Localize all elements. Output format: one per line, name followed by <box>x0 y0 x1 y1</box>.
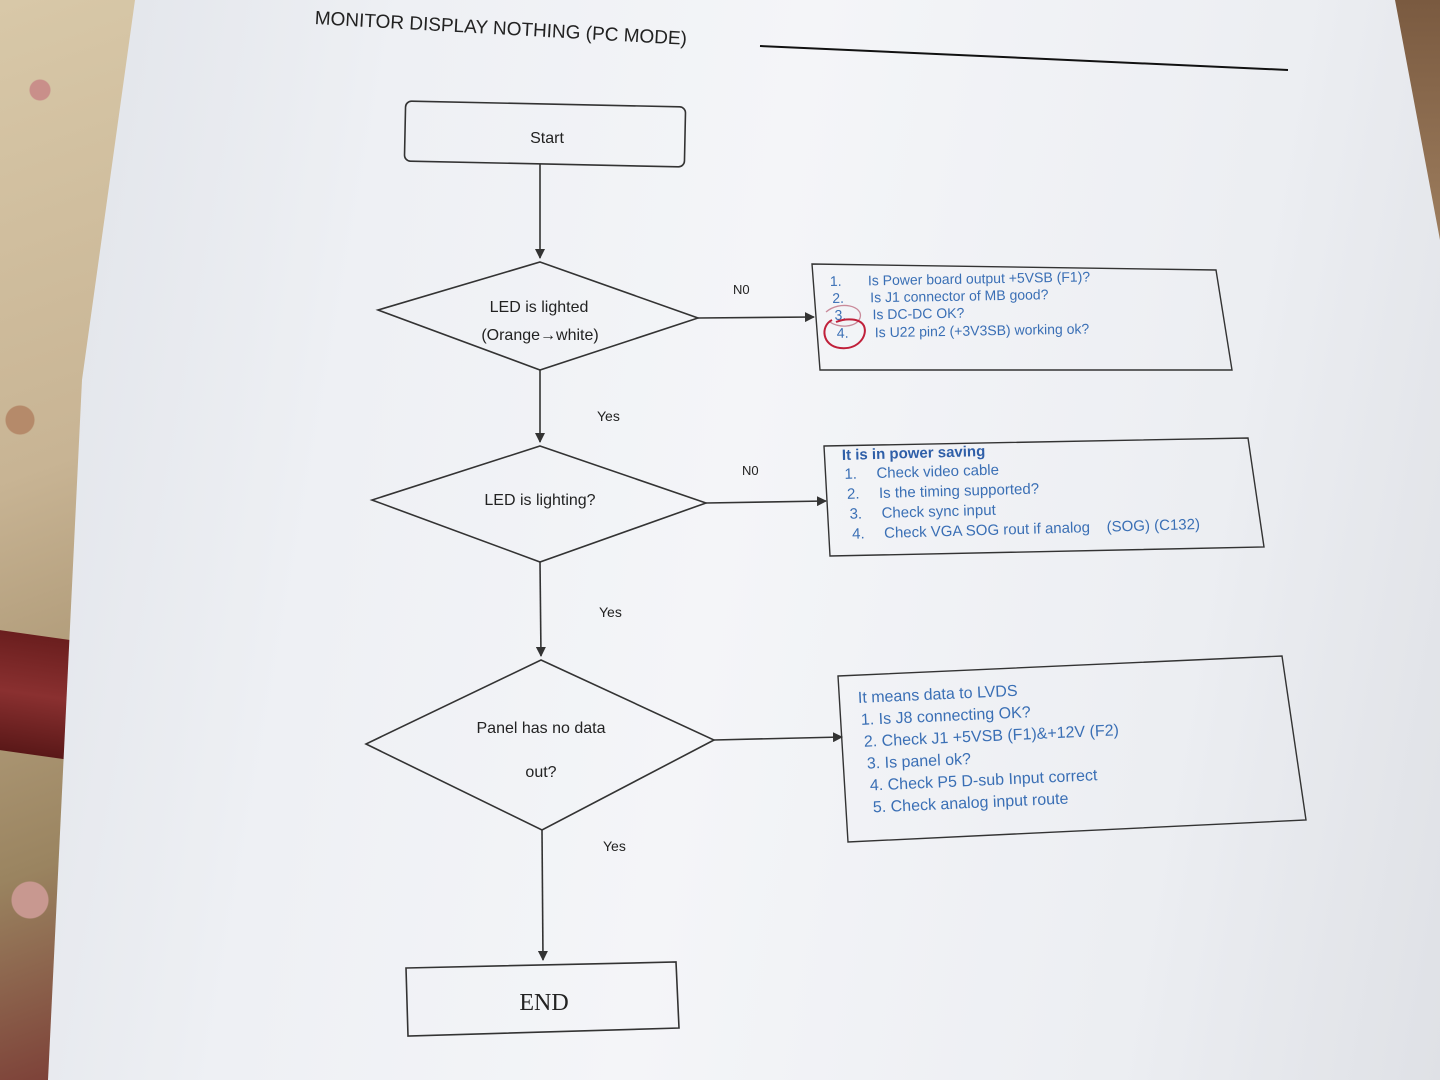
box-power-saving: It is in power saving 1. Check video cab… <box>823 437 1265 557</box>
box1-item-1: Is Power board output +5VSB (F1)? <box>868 268 1091 288</box>
edge-d3-end <box>537 829 548 961</box>
d1-label-line2: (Orange→white) <box>481 327 598 344</box>
d3-yes-label: Yes <box>603 838 626 854</box>
pen-circle-4 <box>823 318 866 350</box>
box-power-checks: 1. Is Power board output +5VSB (F1)? 2. … <box>811 263 1233 371</box>
d1-no-label: N0 <box>733 282 750 297</box>
page-title: MONITOR DISPLAY NOTHING (PC MODE) <box>314 8 687 50</box>
box3-item-1: 1. Is J8 connecting OK? <box>861 704 1032 729</box>
box2-item-1: Check video cable <box>876 462 999 482</box>
d2-yes-label: Yes <box>599 604 622 620</box>
box3-item-5: 5. Check analog input route <box>873 791 1069 817</box>
d1-yes-label: Yes <box>597 408 620 424</box>
box2-num-3: 3. <box>849 505 862 522</box>
box3-heading: It means data to LVDS <box>858 683 1018 707</box>
box1-item-4: Is U22 pin2 (+3V3SB) working ok? <box>875 320 1090 340</box>
box2-item-3: Check sync input <box>881 502 996 522</box>
box2-num-4: 4. <box>852 525 865 542</box>
decision-led-lighting: LED is lighting? <box>369 445 709 563</box>
box1-num-1: 1. <box>830 273 842 289</box>
box1-num-4: 4. <box>837 325 849 341</box>
box1-num-3: 3. <box>834 307 846 323</box>
start-node: Start <box>403 100 687 168</box>
box2-item-2: Is the timing supported? <box>879 481 1040 502</box>
box2-num-2: 2. <box>847 486 860 503</box>
pen-circle-3 <box>825 304 861 327</box>
edge-d3-right <box>713 732 843 743</box>
box3-item-3: 3. Is panel ok? <box>867 751 972 773</box>
title-rule <box>759 45 1289 71</box>
edge-d2-no <box>705 496 827 507</box>
end-label: END <box>519 990 568 1016</box>
edge-d1-no <box>697 312 815 323</box>
box-lvds-checks: It means data to LVDS 1. Is J8 connectin… <box>837 655 1307 843</box>
d3-label-line1: Panel has no data <box>477 720 606 737</box>
box1-num-2: 2. <box>832 290 844 306</box>
edge-d2-d3 <box>535 561 546 657</box>
d1-label-line1: LED is lighted <box>490 299 589 316</box>
box2-heading: It is in power saving <box>842 443 986 464</box>
decision-led-lighted: LED is lighted (Orange→white) <box>375 261 701 371</box>
start-label: Start <box>530 130 564 147</box>
end-node: END <box>405 961 680 1037</box>
box1-item-2: Is J1 connector of MB good? <box>870 286 1049 305</box>
decision-panel-no-data: Panel has no data out? <box>364 659 716 831</box>
d3-label-line2: out? <box>525 764 556 781</box>
box1-item-3: Is DC-DC OK? <box>872 305 964 323</box>
d2-no-label: N0 <box>742 463 759 478</box>
d2-label: LED is lighting? <box>484 492 595 509</box>
box2-num-1: 1. <box>844 466 857 483</box>
